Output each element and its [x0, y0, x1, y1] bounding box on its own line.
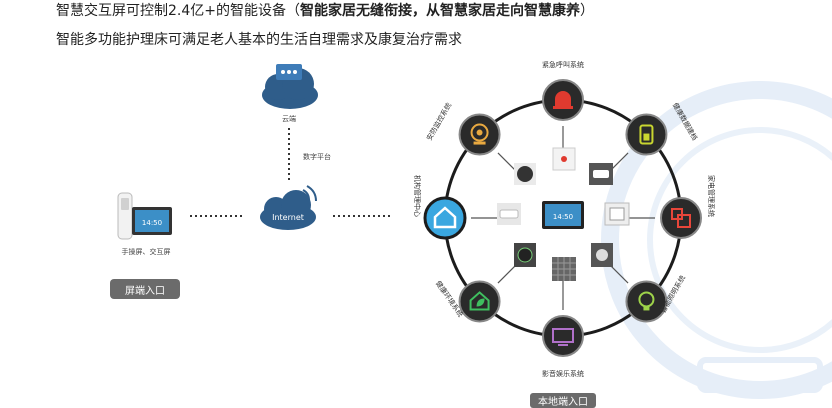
node-entertainment: 影音娱乐系统 [542, 315, 584, 378]
center-screen-time: 14:50 [553, 213, 573, 221]
node-label-entertainment: 影音娱乐系统 [542, 369, 584, 378]
node-appliance: 家电管理系统 [660, 175, 716, 239]
node-emergency: 紧急呼叫系统 [542, 60, 584, 121]
camera-icon [470, 123, 489, 145]
inner-device-tiles [497, 147, 630, 281]
alarm-icon [553, 91, 573, 109]
subline: 智能多功能护理床可满足老人基本的生活自理需求及康复治疗需求 [56, 32, 462, 48]
house-icon [433, 206, 457, 229]
cloud-label: 云端 [282, 114, 296, 123]
interactive-screen-device [132, 207, 172, 235]
cloud-server-icon [262, 64, 318, 109]
node-circle-lighting [625, 280, 668, 323]
device-screen-time: 14:50 [142, 219, 162, 227]
node-circle-entertainment [542, 315, 584, 357]
node-label-institution: 机构管理中心 [413, 175, 422, 217]
node-label-security: 安防监控系统 [424, 101, 453, 142]
headline: 智慧交互屏可控制2.4亿+的智能设备（智能家居无缝衔接，从智慧家居走向智慧康养） [56, 0, 594, 20]
appliance-icon [671, 208, 691, 228]
node-label-appliance: 家电管理系统 [707, 175, 716, 217]
battery-icon [639, 124, 654, 145]
platform-label: 数字平台 [303, 152, 331, 161]
watermark-emblem [601, 81, 832, 399]
headline-suffix: ） [580, 3, 594, 19]
node-environment: 健康环境系统 [434, 279, 501, 323]
tv-icon [552, 328, 574, 346]
local-entry-label: 本地端入口 [530, 393, 596, 408]
node-security: 安防监控系统 [424, 101, 501, 156]
node-circle-institution [423, 196, 467, 240]
leaf-house-icon [469, 291, 490, 311]
bulb-icon [638, 291, 655, 311]
hand-remote-device [117, 192, 133, 240]
screen-entry-label: 屏端入口 [110, 279, 180, 299]
headline-bold: 智能家居无缝衔接，从智慧家居走向智慧康养 [300, 3, 580, 19]
headline-prefix: 智慧交互屏可控制2.4亿+的智能设备（ [56, 3, 300, 19]
device-label: 手操屏、交互屏 [122, 247, 171, 256]
node-label-emergency: 紧急呼叫系统 [542, 60, 584, 69]
node-institution: 机构管理中心 [413, 175, 467, 240]
internet-cloud-icon [260, 185, 317, 230]
internet-label: Internet [272, 213, 304, 222]
system-nodes: 紧急呼叫系统健康数据建档家电管理系统智能照明系统影音娱乐系统健康环境系统机构管理… [413, 60, 716, 378]
